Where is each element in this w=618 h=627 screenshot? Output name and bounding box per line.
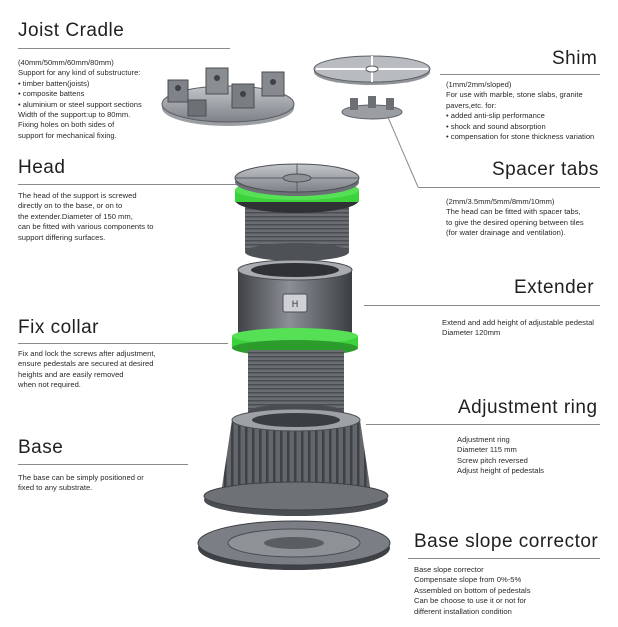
description-line: Screw pitch reversed	[457, 455, 528, 465]
fix-collar-description: Fix and lock the screws after adjustment…	[18, 349, 156, 391]
adjustment-ring-title: Adjustment ring	[458, 397, 598, 418]
joist-cradle-title: Joist Cradle	[18, 20, 125, 41]
description-line: the extender.Diameter of 150 mm,	[18, 211, 133, 221]
description-line: different installation condition	[414, 606, 512, 616]
description-line: when not required.	[18, 380, 81, 390]
description-line: Adjustment ring	[457, 435, 510, 444]
description-line: Width of the support:up to 80mm.	[18, 110, 131, 120]
shim-title: Shim	[552, 48, 598, 69]
description-line: ensure pedestals are secured at desired	[18, 359, 154, 369]
description-line: directly on to the base, or on to	[18, 201, 123, 211]
fix-collar-title: Fix collar	[18, 317, 100, 338]
description-line: support for mechanical fixing.	[18, 130, 117, 140]
description-line: Extend and add height of adjustable pede…	[442, 318, 594, 327]
description-line: Diameter 120mm	[442, 328, 501, 338]
joist-cradle-description: (40mm/50mm/60mm/80mm)Support for any kin…	[18, 58, 142, 141]
description-line: (2mm/3.5mm/5mm/8mm/10mm)	[446, 197, 555, 206]
description-line: • shock and sound absorption	[446, 121, 546, 131]
base-slope-corrector-rule	[408, 558, 600, 559]
description-line: The base can be simply positioned or	[18, 473, 144, 482]
description-line: • aluminium or steel support sections	[18, 99, 142, 109]
description-line: Adjust height of pedestals	[457, 466, 544, 476]
spacer-tabs-description: (2mm/3.5mm/5mm/8mm/10mm)The head can be …	[446, 197, 584, 239]
base-illustration	[203, 408, 389, 516]
description-line: pavers,etc. for:	[446, 100, 497, 110]
description-line: Fix and lock the screws after adjustment…	[18, 349, 156, 358]
description-line: Support for any kind of substructure:	[18, 68, 141, 78]
extender-description: Extend and add height of adjustable pede…	[442, 318, 594, 339]
description-line: (for water drainage and ventilation).	[446, 228, 566, 238]
base-slope-corrector-title: Base slope corrector	[414, 531, 599, 552]
description-line: (1mm/2mm/sloped)	[446, 80, 512, 89]
joist-cradle-illustration	[161, 67, 295, 126]
base-slope-corrector-illustration	[197, 520, 391, 570]
shim-rule	[440, 74, 600, 75]
description-line: For use with marble, stone slabs, granit…	[446, 90, 583, 100]
head-title: Head	[18, 157, 66, 178]
base-title: Base	[18, 437, 64, 458]
description-line: Fixing holes on both sides of	[18, 120, 115, 130]
description-line: • timber batten(joists)	[18, 78, 90, 88]
description-line: heights and are easily removed	[18, 369, 124, 379]
description-line: • composite battens	[18, 89, 85, 99]
shim-illustration	[313, 55, 431, 85]
description-line: Assembled on bottom of pedestals	[414, 585, 531, 595]
description-line: can be fitted with various components to	[18, 222, 154, 232]
description-line: The head of the support is screwed	[18, 191, 137, 200]
extender-illustration: H	[232, 259, 358, 356]
spacer-tabs-title: Spacer tabs	[492, 159, 599, 180]
base-rule	[18, 464, 188, 465]
fix-collar-rule	[18, 343, 228, 344]
description-line: • added anti-slip performance	[446, 111, 545, 121]
shim-description: (1mm/2mm/sloped)For use with marble, sto…	[446, 80, 594, 142]
description-line: to give the desired opening between tile…	[446, 217, 584, 227]
description-line: (40mm/50mm/60mm/80mm)	[18, 58, 114, 67]
description-line: Base slope corrector	[414, 565, 484, 574]
description-line: Can be choose to use it or not for	[414, 596, 527, 606]
description-line: Compensate slope from 0%-5%	[414, 575, 522, 585]
svg-text:H: H	[292, 300, 299, 310]
joist-cradle-rule	[18, 48, 230, 49]
description-line: The head can be fitted with spacer tabs,	[446, 207, 581, 217]
extender-title: Extender	[514, 277, 595, 298]
head-rule	[18, 184, 238, 185]
description-line: Diameter 115 mm	[457, 445, 517, 455]
spacer-tabs-rule	[418, 187, 600, 188]
extender-rule	[364, 305, 600, 306]
description-line: support differing surfaces.	[18, 232, 106, 242]
head-illustration	[234, 163, 360, 261]
description-line: • compensation for stone thickness varia…	[446, 132, 595, 142]
description-line: fixed to any substrate.	[18, 483, 93, 493]
adjustment-ring-rule	[366, 424, 600, 425]
spacer-tab-illustration	[341, 96, 403, 120]
